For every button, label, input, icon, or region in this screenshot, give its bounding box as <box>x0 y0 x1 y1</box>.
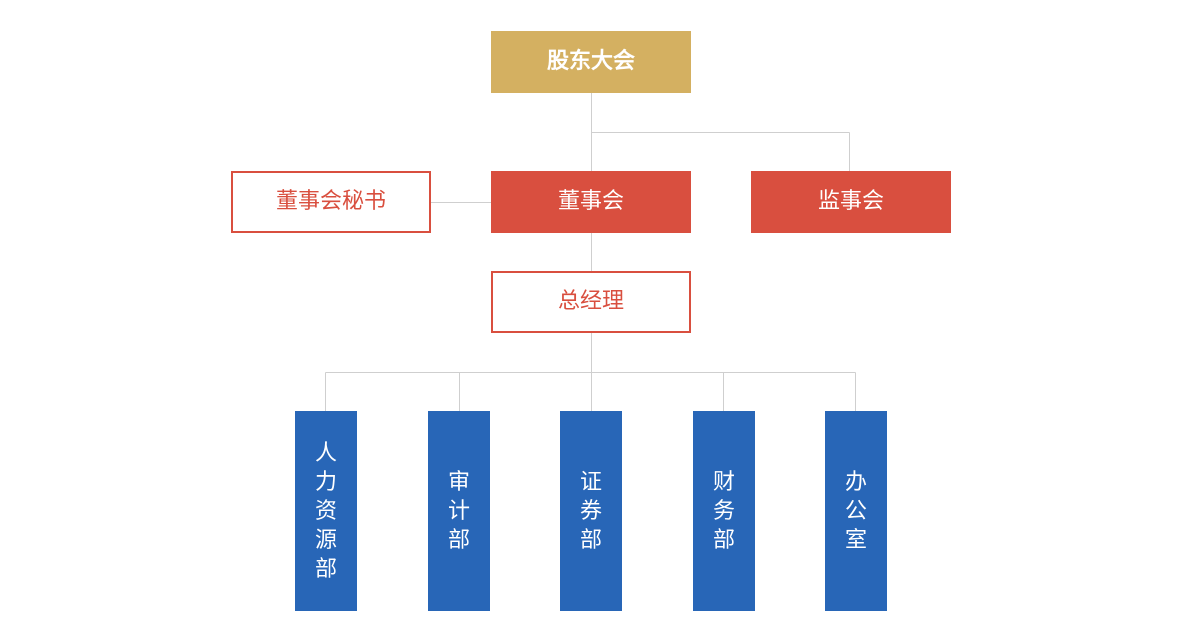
department-label: 审计部 <box>447 469 470 553</box>
department-node-hr: 人力资源部 <box>295 411 357 611</box>
department-label: 人力资源部 <box>314 440 337 582</box>
shareholders-meeting-node: 股东大会 <box>491 31 691 93</box>
general-manager-node: 总经理 <box>491 271 691 333</box>
department-node-securities: 证券部 <box>560 411 622 611</box>
department-label: 财务部 <box>712 469 735 553</box>
department-node-finance: 财务部 <box>693 411 755 611</box>
department-node-audit: 审计部 <box>428 411 490 611</box>
department-label: 证券部 <box>579 469 602 553</box>
department-node-office: 办公室 <box>825 411 887 611</box>
supervisory-board-node: 监事会 <box>751 171 951 233</box>
board-secretary-node: 董事会秘书 <box>231 171 431 233</box>
department-label: 办公室 <box>844 469 867 553</box>
board-of-directors-node: 董事会 <box>491 171 691 233</box>
